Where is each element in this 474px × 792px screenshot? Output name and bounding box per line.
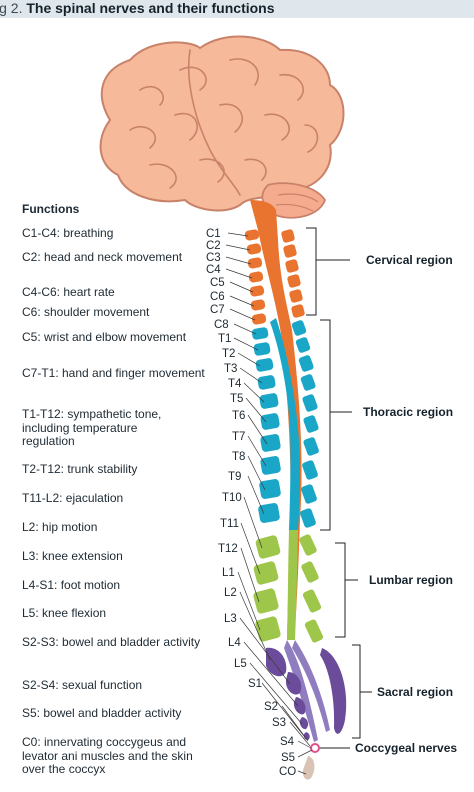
nerve-label-t2: T2 [222,348,235,360]
bracket-thoracic [320,319,352,531]
function-item: L2: hip motion [22,520,98,534]
bracket-sacral [352,644,372,739]
nerve-label-t9: T9 [228,471,241,483]
nerve-label-l1: L1 [222,567,235,579]
function-item: T11-L2: ejaculation [22,491,124,505]
figure-number: ig 2. [0,0,23,16]
figure-header: ig 2. The spinal nerves and their functi… [0,0,474,18]
cerebellum-folds [275,193,319,212]
region-brackets [306,227,372,749]
nerve-labels: C1 C2 C3 C4 C5 C6 C7 C8 T1 T2 T3 T4 T5 T… [206,228,296,778]
nerve-label-l4: L4 [228,637,241,649]
cord-lumbar [287,530,298,640]
nerve-label-c1: C1 [206,228,221,240]
region-label-sacral: Sacral region [377,685,453,699]
function-item: L5: knee flexion [22,606,107,620]
nerve-label-s3: S3 [272,717,286,729]
function-item: C6: shoulder movement [22,305,150,319]
nerve-label-c4: C4 [206,264,221,276]
nerve-label-t4: T4 [228,378,242,390]
nerve-label-c3: C3 [206,252,221,264]
nerve-label-t8: T8 [232,451,245,463]
nerve-label-t7: T7 [232,431,245,443]
nerve-label-s5: S5 [281,752,295,764]
function-item: S5: bowel and bladder activity [22,706,182,720]
cauda-equina [284,640,330,742]
region-label-thoracic: Thoracic region [363,405,453,419]
nerve-label-l2: L2 [224,587,237,599]
cord-thoracic [270,318,300,530]
function-item: T1-T12: sympathetic tone, including temp… [22,407,162,448]
nerve-label-c6: C6 [210,291,225,303]
function-item: S2-S3: bowel and bladder activity [22,635,201,649]
nerve-label-t10: T10 [222,492,242,504]
nerve-label-s1: S1 [248,678,262,690]
nerve-label-c7: C7 [210,304,225,316]
function-item: L3: knee extension [22,549,123,563]
brain-gyri [129,49,319,196]
function-item: L4-S1: foot motion [22,578,121,592]
nerve-label-t1: T1 [218,333,231,345]
nerve-label-co: CO [279,766,296,778]
nerve-label-t6: T6 [232,410,245,422]
nerve-label-s4: S4 [280,736,295,748]
function-item: C0: innervating coccygeus and levator an… [22,735,193,776]
nerve-label-l5: L5 [234,658,247,670]
right-ganglia [281,229,347,734]
region-label-coccygeal: Coccygeal nerves [355,741,457,755]
bracket-cervical [306,227,350,316]
function-item: C4-C6: heart rate [22,285,115,299]
figure-title: The spinal nerves and their functions [26,0,275,16]
leader-lines [225,232,313,775]
brain-illustration [99,35,345,219]
function-item: C5: wrist and elbow movement [22,330,187,344]
nerve-label-t5: T5 [230,393,243,405]
nerve-label-c8: C8 [214,319,229,331]
function-item: C1-C4: breathing [22,226,114,240]
nerve-label-t12: T12 [218,543,238,555]
nerve-label-s2: S2 [264,701,278,713]
region-labels: Cervical region Thoracic region Lumbar r… [355,253,457,755]
function-item: C2: head and neck movement [22,250,183,264]
bracket-lumbar [335,542,358,638]
function-item: C7-T1: hand and finger movement [22,366,205,380]
spinal-cord [250,200,330,742]
nerve-label-c2: C2 [206,240,221,252]
region-label-lumbar: Lumbar region [369,573,453,587]
function-item: T2-T12: trunk stability [22,462,138,476]
nerve-label-t3: T3 [224,363,237,375]
function-item: S2-S4: sexual function [22,678,143,692]
nerve-label-t11: T11 [220,518,239,530]
nerve-label-c5: C5 [210,277,225,289]
cerebrum-shape [99,35,345,212]
region-label-cervical: Cervical region [366,253,453,267]
nerve-label-l3: L3 [224,613,237,625]
functions-title: Functions [22,202,80,216]
